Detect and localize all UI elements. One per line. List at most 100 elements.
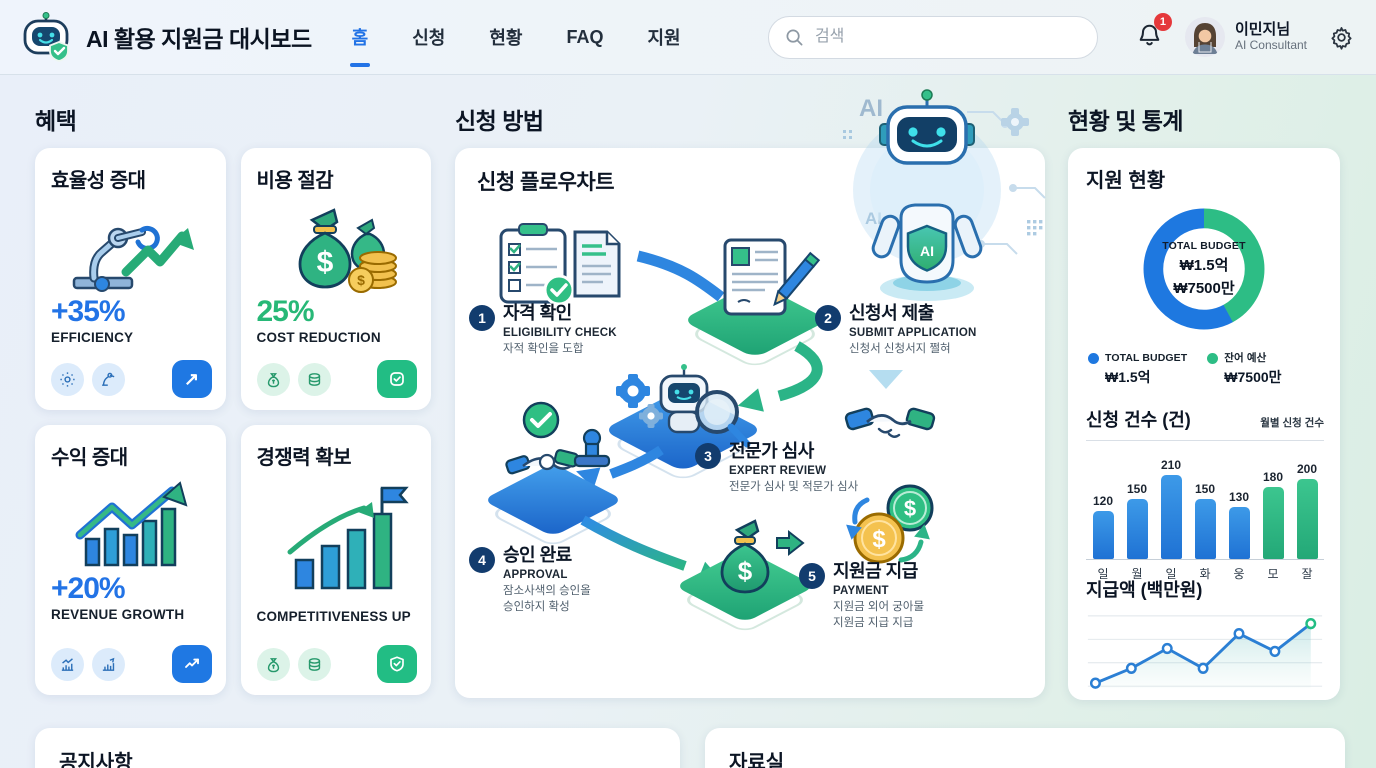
bar-value-label: 180 — [1262, 470, 1284, 484]
robot-chip-icon — [92, 362, 125, 396]
search-icon — [786, 29, 803, 45]
notices-card[interactable]: 공지사항 — [35, 728, 680, 768]
top-bar: AI 활용 지원금 대시보드 홈 신청 현황 FAQ 지원 1 — [0, 0, 1376, 75]
donut-center-label: TOTAL BUDGET ₩1.5억 ₩7500만 — [1162, 240, 1246, 297]
bar-column: 120 — [1086, 494, 1120, 559]
benefit-card-cost: 비용 절감 $ $ 25% COST RED — [240, 148, 431, 410]
cost-action-button[interactable] — [377, 360, 417, 398]
save-check-icon — [390, 372, 404, 386]
search-input[interactable] — [812, 27, 1081, 47]
avatar-image — [1184, 17, 1225, 57]
resources-card[interactable]: 자료실 — [705, 728, 1345, 768]
bar — [1160, 475, 1182, 559]
legend-dot-blue — [1088, 353, 1099, 365]
chart-bars-chip-icon — [92, 647, 125, 681]
application-form-icon — [723, 238, 821, 316]
gear-decoration — [1001, 108, 1029, 136]
notification-bell[interactable]: 1 — [1136, 13, 1172, 53]
bar — [1126, 499, 1148, 559]
line-marker — [1125, 662, 1137, 674]
step-subtitle: SUBMIT APPLICATION — [849, 326, 977, 339]
money-bags-illustration: $ $ — [257, 199, 418, 295]
bar-column: 180 — [1256, 470, 1290, 559]
settings-button[interactable] — [1329, 25, 1354, 50]
flowchart-card: AI AI — [455, 89, 1046, 698]
bar-value-label: 210 — [1160, 458, 1182, 472]
chart-up-chip-icon — [51, 647, 84, 681]
bar — [1194, 499, 1216, 559]
revenue-action-button[interactable] — [171, 645, 212, 683]
arrow-step3-to-step4 — [576, 445, 664, 489]
step-number-badge: 4 — [469, 547, 495, 573]
resources-title: 자료실 — [729, 752, 785, 768]
line-marker — [1305, 618, 1317, 630]
bar-tick-label: 화 — [1199, 567, 1211, 581]
deco-ai-text-1: AI — [859, 95, 883, 122]
legend-item-remaining: 잔어 예산 ₩7500만 — [1207, 352, 1282, 386]
handshake-icon — [844, 407, 936, 438]
user-role: AI Consultant — [1234, 37, 1307, 52]
bar-value-label: 200 — [1296, 462, 1318, 476]
line-chart — [1087, 615, 1323, 689]
step-number-badge: 3 — [695, 443, 721, 469]
benefit-card-efficiency: 효율성 증대 +35% EFFICIENCY — [35, 148, 226, 410]
line-marker — [1269, 645, 1281, 658]
legend-dot-green — [1207, 353, 1219, 365]
step-subtitle: APPROVAL — [503, 568, 568, 581]
bar — [1228, 507, 1250, 559]
nav-support[interactable]: 지원 — [647, 28, 681, 48]
nav-faq[interactable]: FAQ — [566, 26, 604, 47]
efficiency-action-button[interactable]: ↗ — [171, 360, 212, 398]
flow-step-3: 3 전문가 심사 EXPERT REVIEW 전문가 심사 및 적문가 심사 — [695, 441, 925, 495]
dot-grid-decoration — [843, 130, 1043, 236]
flowchart-graphic: AI AI — [488, 95, 1046, 631]
step-title: 신청서 제출 — [849, 303, 934, 323]
robot-arm-illustration — [51, 199, 212, 295]
bar-column: 210 — [1154, 458, 1188, 559]
donut-green — [1143, 208, 1265, 330]
stat-label: EFFICIENCY — [51, 330, 134, 345]
stats-heading: 현황 및 통계 — [1068, 108, 1184, 134]
arrow-step2-to-step3 — [737, 341, 823, 412]
step-desc: 전문가 심사 및 적문가 심사 — [729, 480, 859, 493]
bell-icon — [1139, 24, 1160, 46]
nav-home[interactable]: 홈 — [349, 24, 370, 67]
line-marker — [1197, 662, 1209, 674]
bar — [1296, 479, 1318, 559]
user-meta: 이민지님 AI Consultant — [1235, 21, 1307, 52]
robot-shield-label: AI — [920, 243, 934, 259]
search-box[interactable] — [767, 15, 1098, 59]
bar-value-label: 150 — [1194, 482, 1216, 496]
stat-label: COST REDUCTION — [256, 330, 381, 345]
line-marker — [1089, 677, 1101, 689]
currency-exchange-icon: $ $ — [846, 484, 934, 564]
bar-tick-label: 일 — [1097, 567, 1109, 581]
bar-column: 150 — [1120, 482, 1154, 559]
stats-card: 지원 현황 TOTAL BUDGET ₩1.5억 ₩7500만 TOTAL BU… — [1068, 148, 1340, 700]
stat-value: +35% — [51, 295, 126, 328]
bar-tick-label: 모 — [1267, 567, 1279, 581]
legend-item-budget: TOTAL BUDGET ₩1.5억 — [1088, 352, 1187, 386]
competitiveness-action-button[interactable] — [377, 645, 417, 683]
step-desc: 자적 확인을 도합 — [503, 342, 584, 355]
avatar[interactable] — [1184, 17, 1225, 57]
step-desc: 신청서 신청서지 쩔혀 — [849, 342, 951, 355]
line-area — [1095, 623, 1311, 689]
approval-icon — [505, 401, 611, 475]
gear-large — [616, 374, 650, 408]
document-icon — [573, 230, 621, 298]
arrow-up-right-icon: ↗ — [183, 369, 200, 389]
nav-status[interactable]: 현황 — [489, 28, 523, 48]
step-desc: 승인하지 확성 — [503, 600, 570, 613]
application-heading: 신청 방법 — [455, 108, 544, 134]
benefit-cards: 효율성 증대 +35% EFFICIENCY — [35, 148, 431, 696]
step-subtitle: EXPERT REVIEW — [729, 464, 827, 477]
flow-step-1: 1 자격 확인 ELIGIBILITY CHECK 자적 확인을 도합 — [469, 303, 649, 357]
growth-chart-illustration — [51, 476, 212, 572]
app-title: AI 활용 지원금 대시보드 — [86, 26, 312, 52]
bar-tick-label: 월 — [1131, 567, 1143, 581]
card-title: 경쟁력 확보 — [256, 447, 352, 469]
nav-apply[interactable]: 신청 — [412, 28, 446, 48]
